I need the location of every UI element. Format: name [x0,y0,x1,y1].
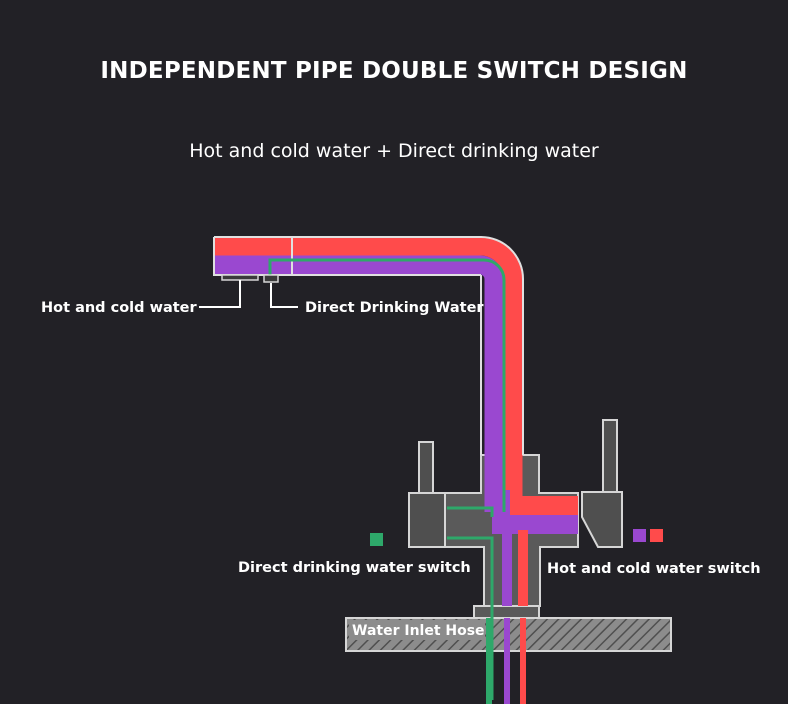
cold-water-inlet [502,534,512,606]
hot-cold-outlet-label: Hot and cold water [41,300,198,316]
hot-cold-outlet-nozzle [221,274,259,281]
hot-cold-switch-label: Hot and cold water switch [547,561,761,577]
inlet-hose-label: Water Inlet Hose [352,623,485,639]
spout-outline [213,236,524,455]
cold-water-down-channel [492,490,510,534]
hot-cold-switch-lever [581,491,623,548]
cold-water-swatch [633,529,646,542]
hot-water-hose [520,618,526,704]
drinking-water-swatch [370,533,383,546]
hot-cold-outlet-leader [199,280,241,308]
diagram-title: INDEPENDENT PIPE DOUBLE SWITCH DESIGN [100,58,688,84]
cold-water-hose [504,618,510,704]
drinking-switch-label: Direct drinking water switch [238,560,471,576]
inlet-hose-label-bg [349,620,485,640]
drinking-water-pipe [268,258,506,512]
faucet-base-plate [473,605,540,619]
drinking-outlet-leader [270,283,298,308]
drinking-switch-lever [408,492,447,548]
drinking-outlet-nozzle [263,274,279,283]
hot-water-pipe [214,236,523,527]
cold-water-channel [492,515,578,534]
diagram-subtitle: Hot and cold water + Direct drinking wat… [189,140,599,162]
drinking-switch-handle [418,441,434,495]
drinking-water-hose [486,618,492,704]
hot-water-channel [492,496,578,515]
hot-water-inlet [518,530,528,606]
hot-water-swatch [650,529,663,542]
hot-cold-switch-handle [602,419,618,493]
cold-water-pipe [214,255,504,512]
drinking-water-switch-path [447,506,494,517]
drinking-outlet-label: Direct Drinking Water [305,300,484,316]
